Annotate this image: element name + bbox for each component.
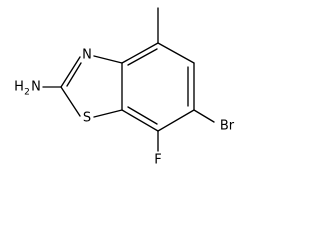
bond-c3a-c4-inner xyxy=(127,48,158,66)
bond-c7-c7a xyxy=(121,109,159,132)
bond-c2-n3 xyxy=(60,56,81,88)
amine-h-label: H xyxy=(14,80,24,95)
molecule-structure: H 2 N N S Br F xyxy=(14,7,235,168)
bond-c2-n3-inner xyxy=(66,62,82,87)
bromine-label: Br xyxy=(220,119,235,134)
bond-c7-c7a-inner xyxy=(127,106,158,125)
bond-c2-s1 xyxy=(60,86,81,117)
sulfur-label: S xyxy=(83,111,91,126)
bond-c6-c7 xyxy=(157,109,195,132)
amine-nitrogen-label: N xyxy=(31,80,41,95)
ring-nitrogen-label: N xyxy=(82,48,92,63)
atom-label-layer: H 2 N N S Br F xyxy=(14,48,235,168)
fluorine-label: F xyxy=(154,153,161,168)
bond-layer xyxy=(42,7,215,152)
bond-c4-c5 xyxy=(157,42,195,64)
bond-c3a-c4 xyxy=(121,42,159,64)
bond-s1-c7a xyxy=(93,109,123,118)
bond-n3-c3a xyxy=(93,55,123,64)
amine-subscript-label: 2 xyxy=(24,88,30,98)
bond-c6-bromine xyxy=(193,109,215,123)
